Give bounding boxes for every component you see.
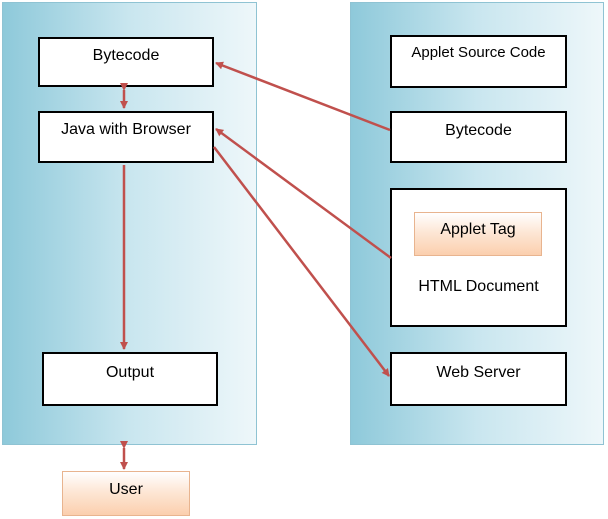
bytecode-box-server: Bytecode — [390, 111, 567, 163]
web-server-box: Web Server — [390, 352, 567, 406]
arrow-java-to-webserver — [213, 146, 390, 377]
output-label: Output — [105, 364, 155, 381]
bytecode-label-client: Bytecode — [92, 47, 160, 64]
arrow-html-to-java — [215, 127, 392, 260]
applet-source-code-label: Applet Source Code — [411, 44, 546, 61]
applet-source-code-box: Applet Source Code — [390, 35, 567, 88]
arrow-bytecode-server-to-client — [215, 61, 391, 132]
bytecode-label-server: Bytecode — [445, 122, 512, 139]
user-box: User — [62, 471, 190, 516]
applet-tag-box: Applet Tag — [414, 212, 542, 256]
user-label: User — [109, 481, 143, 498]
html-document-label: HTML Document — [418, 278, 539, 295]
output-box: Output — [42, 352, 218, 406]
applet-tag-label: Applet Tag — [440, 221, 516, 238]
java-with-browser-box: Java with Browser — [38, 111, 214, 163]
html-document-box: Applet Tag HTML Document — [390, 188, 567, 327]
web-server-label: Web Server — [436, 364, 521, 381]
java-with-browser-label: Java with Browser — [61, 121, 191, 138]
